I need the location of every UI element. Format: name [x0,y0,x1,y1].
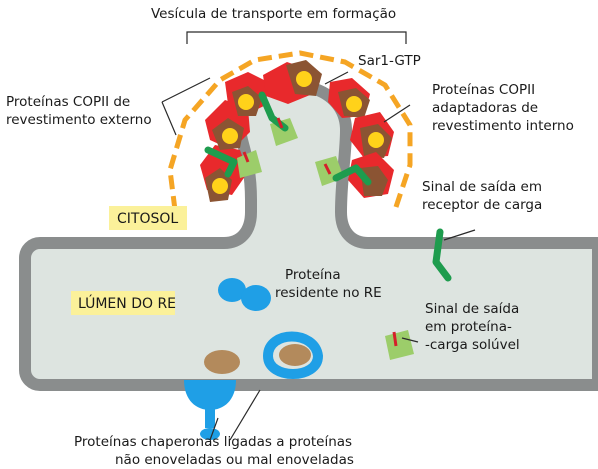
svg-text:Sinal de saída: Sinal de saída [425,301,519,317]
receptor-cargo-complex [204,146,262,178]
svg-text:residente no RE: residente no RE [275,285,382,301]
exit-receptor-label: Sinal de saída em receptor de carga [422,179,542,213]
sar1-complex [225,72,268,116]
membrane-cargo-receptor [432,228,452,282]
sar1-complex [348,152,394,198]
misfolded-protein [204,350,240,374]
svg-text:revestimento externo: revestimento externo [6,112,152,128]
svg-text:Proteínas COPII de: Proteínas COPII de [6,94,130,110]
er-lumen-label: LÚMEN DO RE [78,294,176,312]
inner-coat-complexes [200,60,394,202]
inner-coat-protein [360,166,388,196]
gtp [368,132,384,148]
gtp [346,96,362,112]
chaperone-protein [262,331,324,379]
exit-signal [392,331,398,347]
receptor-cargo-complex [315,156,372,186]
gtp [212,178,228,194]
receptor [332,164,372,186]
membrane-anchor [200,428,220,440]
svg-text:Proteínas COPII: Proteínas COPII [432,82,535,98]
vesicle-title: Vesícula de transporte em formação [151,6,396,22]
cargo-receptors-in-vesicle [204,91,372,186]
svg-text:não enoveladas ou mal enovelad: não enoveladas ou mal enoveladas [115,452,354,468]
copii-inner-label: Proteínas COPII adaptadoras de revestime… [432,82,574,134]
exit-signal [323,163,332,175]
svg-text:adaptadoras de: adaptadoras de [432,100,538,116]
gtp [238,94,254,110]
exit-signal [276,117,284,129]
sar1-complex [350,112,394,158]
copii-outer-coat [167,50,413,211]
chaperone-stalk [205,408,215,428]
sar1-complex [263,60,322,104]
svg-text:revestimento interno: revestimento interno [432,118,574,134]
exit-signal [242,151,250,163]
gtp [296,71,312,87]
cargo-protein [237,150,262,178]
svg-text:Sinal de saída em: Sinal de saída em [422,179,542,195]
chaperone-label: Proteínas chaperonas ligadas a proteínas… [74,434,354,468]
svg-text:-carga solúvel: -carga solúvel [425,337,520,353]
sar1-complex [200,145,248,202]
soluble-cargo-protein [385,330,414,360]
receptor [204,146,238,178]
sar1-label: Sar1-GTP [358,53,421,69]
misfolded-protein [279,344,311,366]
svg-text:em proteína-: em proteína- [425,319,512,335]
er-resident-protein [218,278,271,311]
chaperone-protein [176,380,236,410]
cytosol-label-box: CITOSOL [109,206,187,230]
exit-soluble-label: Sinal de saída em proteína- -carga solúv… [425,301,520,353]
callout-lines [161,31,476,441]
copii-outer-label: Proteínas COPII de revestimento externo [6,94,152,128]
receptor-cargo-complex [258,91,298,146]
svg-text:receptor de carga: receptor de carga [422,197,542,213]
cytosol-label: CITOSOL [117,211,178,227]
chaperone-complex [262,331,324,379]
chaperone-complex [176,350,240,440]
er-lumen-label-box: LÚMEN DO RE [71,291,176,315]
sar1-complex [328,78,370,118]
gtp [222,128,238,144]
svg-text:Proteínas chaperonas ligadas a: Proteínas chaperonas ligadas a proteínas [74,434,352,450]
svg-text:Proteína: Proteína [285,267,341,283]
resident-protein-label: Proteína residente no RE [275,267,382,301]
